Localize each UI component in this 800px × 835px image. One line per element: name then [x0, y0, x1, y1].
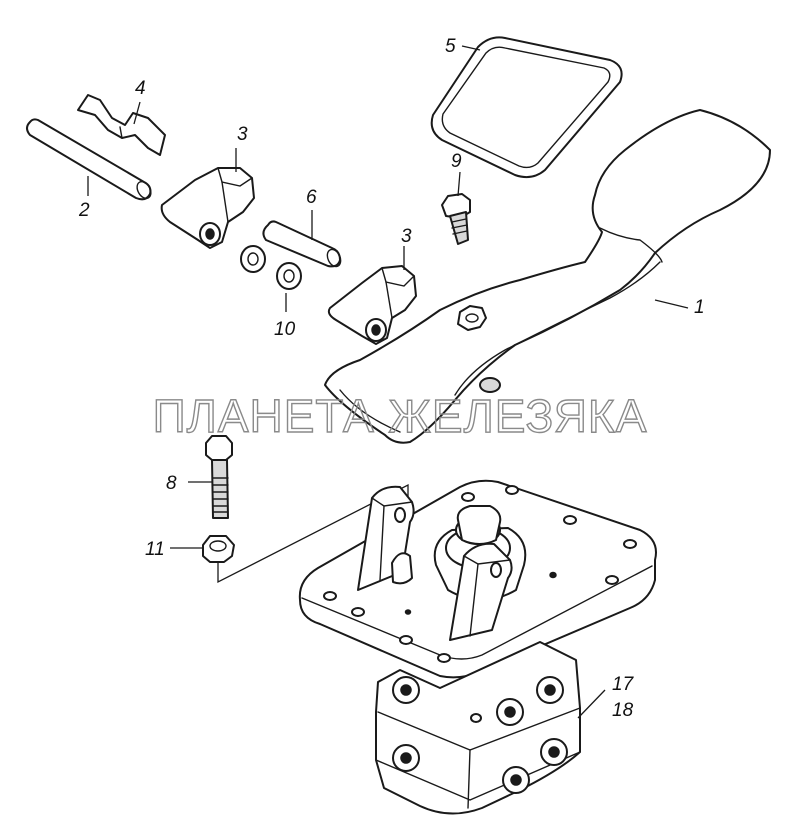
washer-part-10-b: [276, 262, 302, 290]
pedal-pad-part-5: [430, 36, 623, 179]
bolt-part-9: [441, 193, 471, 245]
callout-11: 11: [145, 539, 165, 560]
nut-part-11: [202, 535, 235, 563]
axle-pin-part-2: [26, 118, 152, 201]
callout-18: 18: [612, 700, 634, 721]
callout-6: 6: [306, 187, 317, 208]
pedal-bracket-part-3-right: [327, 265, 417, 345]
pin-part-6: [262, 220, 342, 268]
callout-17: 17: [612, 674, 635, 695]
callout-5: 5: [445, 36, 456, 57]
leader-lines: [87, 45, 689, 719]
bolt-part-8: [205, 435, 233, 519]
pedal-bracket-part-3-left: [160, 167, 255, 249]
callout-8: 8: [166, 473, 177, 494]
pedal-lever-part-1: [324, 109, 771, 444]
callout-3-right: 3: [401, 226, 412, 247]
washer-part-10-a: [240, 245, 266, 273]
callout-2: 2: [78, 200, 90, 221]
callout-9: 9: [451, 151, 462, 172]
callout-1: 1: [694, 297, 705, 318]
callout-4: 4: [135, 78, 146, 99]
spring-clip-part-4: [77, 94, 166, 156]
brake-valve-assembly: [298, 479, 657, 815]
watermark-text: ПЛАНЕТА ЖЕЛЕЗЯКА: [153, 390, 648, 442]
callout-10: 10: [274, 319, 296, 340]
callout-3-left: 3: [237, 124, 248, 145]
